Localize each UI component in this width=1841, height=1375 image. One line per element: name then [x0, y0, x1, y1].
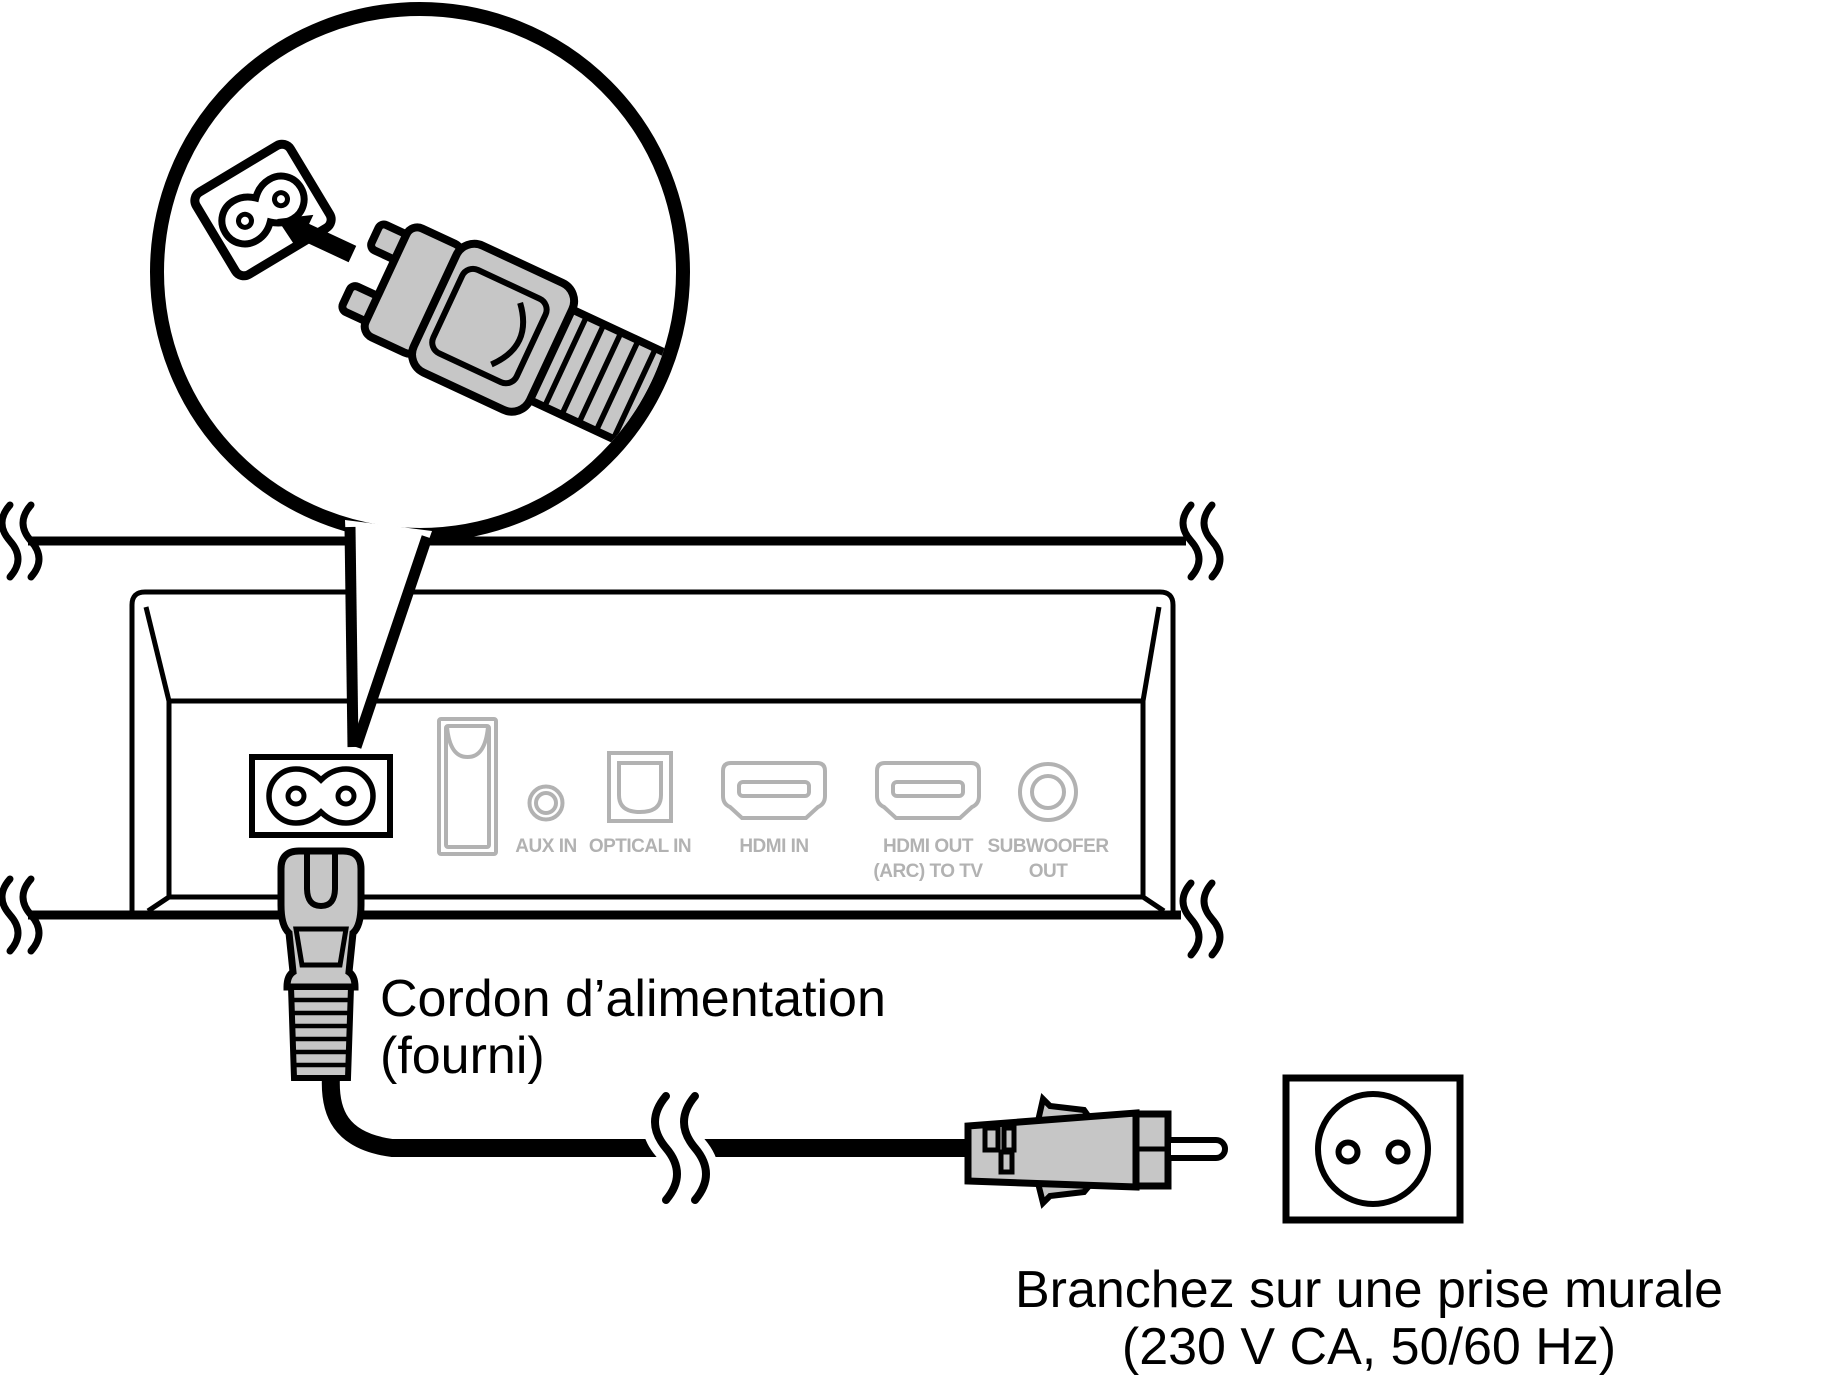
ac-inlet [249, 754, 393, 838]
outlet-caption-line2: (230 V CA, 50/60 Hz) [1122, 1318, 1616, 1375]
wall-mount-slot [437, 717, 498, 856]
insert-arrow-icon [277, 214, 357, 263]
hdmi-out-port [875, 761, 981, 820]
cable-break-mark [642, 1083, 719, 1213]
power-cord-label-line1: Cordon d’alimentation [380, 970, 886, 1028]
aux-in-port [527, 784, 565, 822]
wall-outlet [1282, 1074, 1464, 1224]
break-mark-top-left [0, 501, 43, 581]
power-cord-cable [321, 1075, 975, 1157]
hdmi-out-label-line2: (ARC) TO TV [873, 861, 983, 882]
rear-ports [437, 717, 1078, 856]
optical-in-port [607, 751, 673, 823]
power-cord-connector [277, 847, 365, 1081]
wall-plug [964, 1093, 1228, 1209]
optical-in-label: OPTICAL IN [589, 836, 691, 857]
aux-in-label: AUX IN [515, 836, 576, 857]
hdmi-in-label: HDMI IN [739, 836, 808, 857]
break-mark-top-right [1179, 501, 1224, 581]
wall-plug-pin [1165, 1137, 1228, 1161]
hdmi-in-port [721, 761, 827, 820]
subwoofer-out-port [1018, 762, 1078, 822]
break-mark-bottom-left [0, 875, 43, 955]
subwoofer-out-label: SUBWOOFER [987, 836, 1109, 857]
subwoofer-out-label-line2: OUT [1029, 861, 1069, 882]
power-cord-label-line2: (fourni) [380, 1027, 545, 1085]
hdmi-out-label: HDMI OUT [883, 836, 974, 857]
callout-wedge [344, 520, 433, 749]
magnifier-circle [150, 2, 690, 542]
break-mark-bottom-right [1179, 879, 1224, 959]
outlet-caption-line1: Branchez sur une prise murale [1015, 1261, 1723, 1319]
